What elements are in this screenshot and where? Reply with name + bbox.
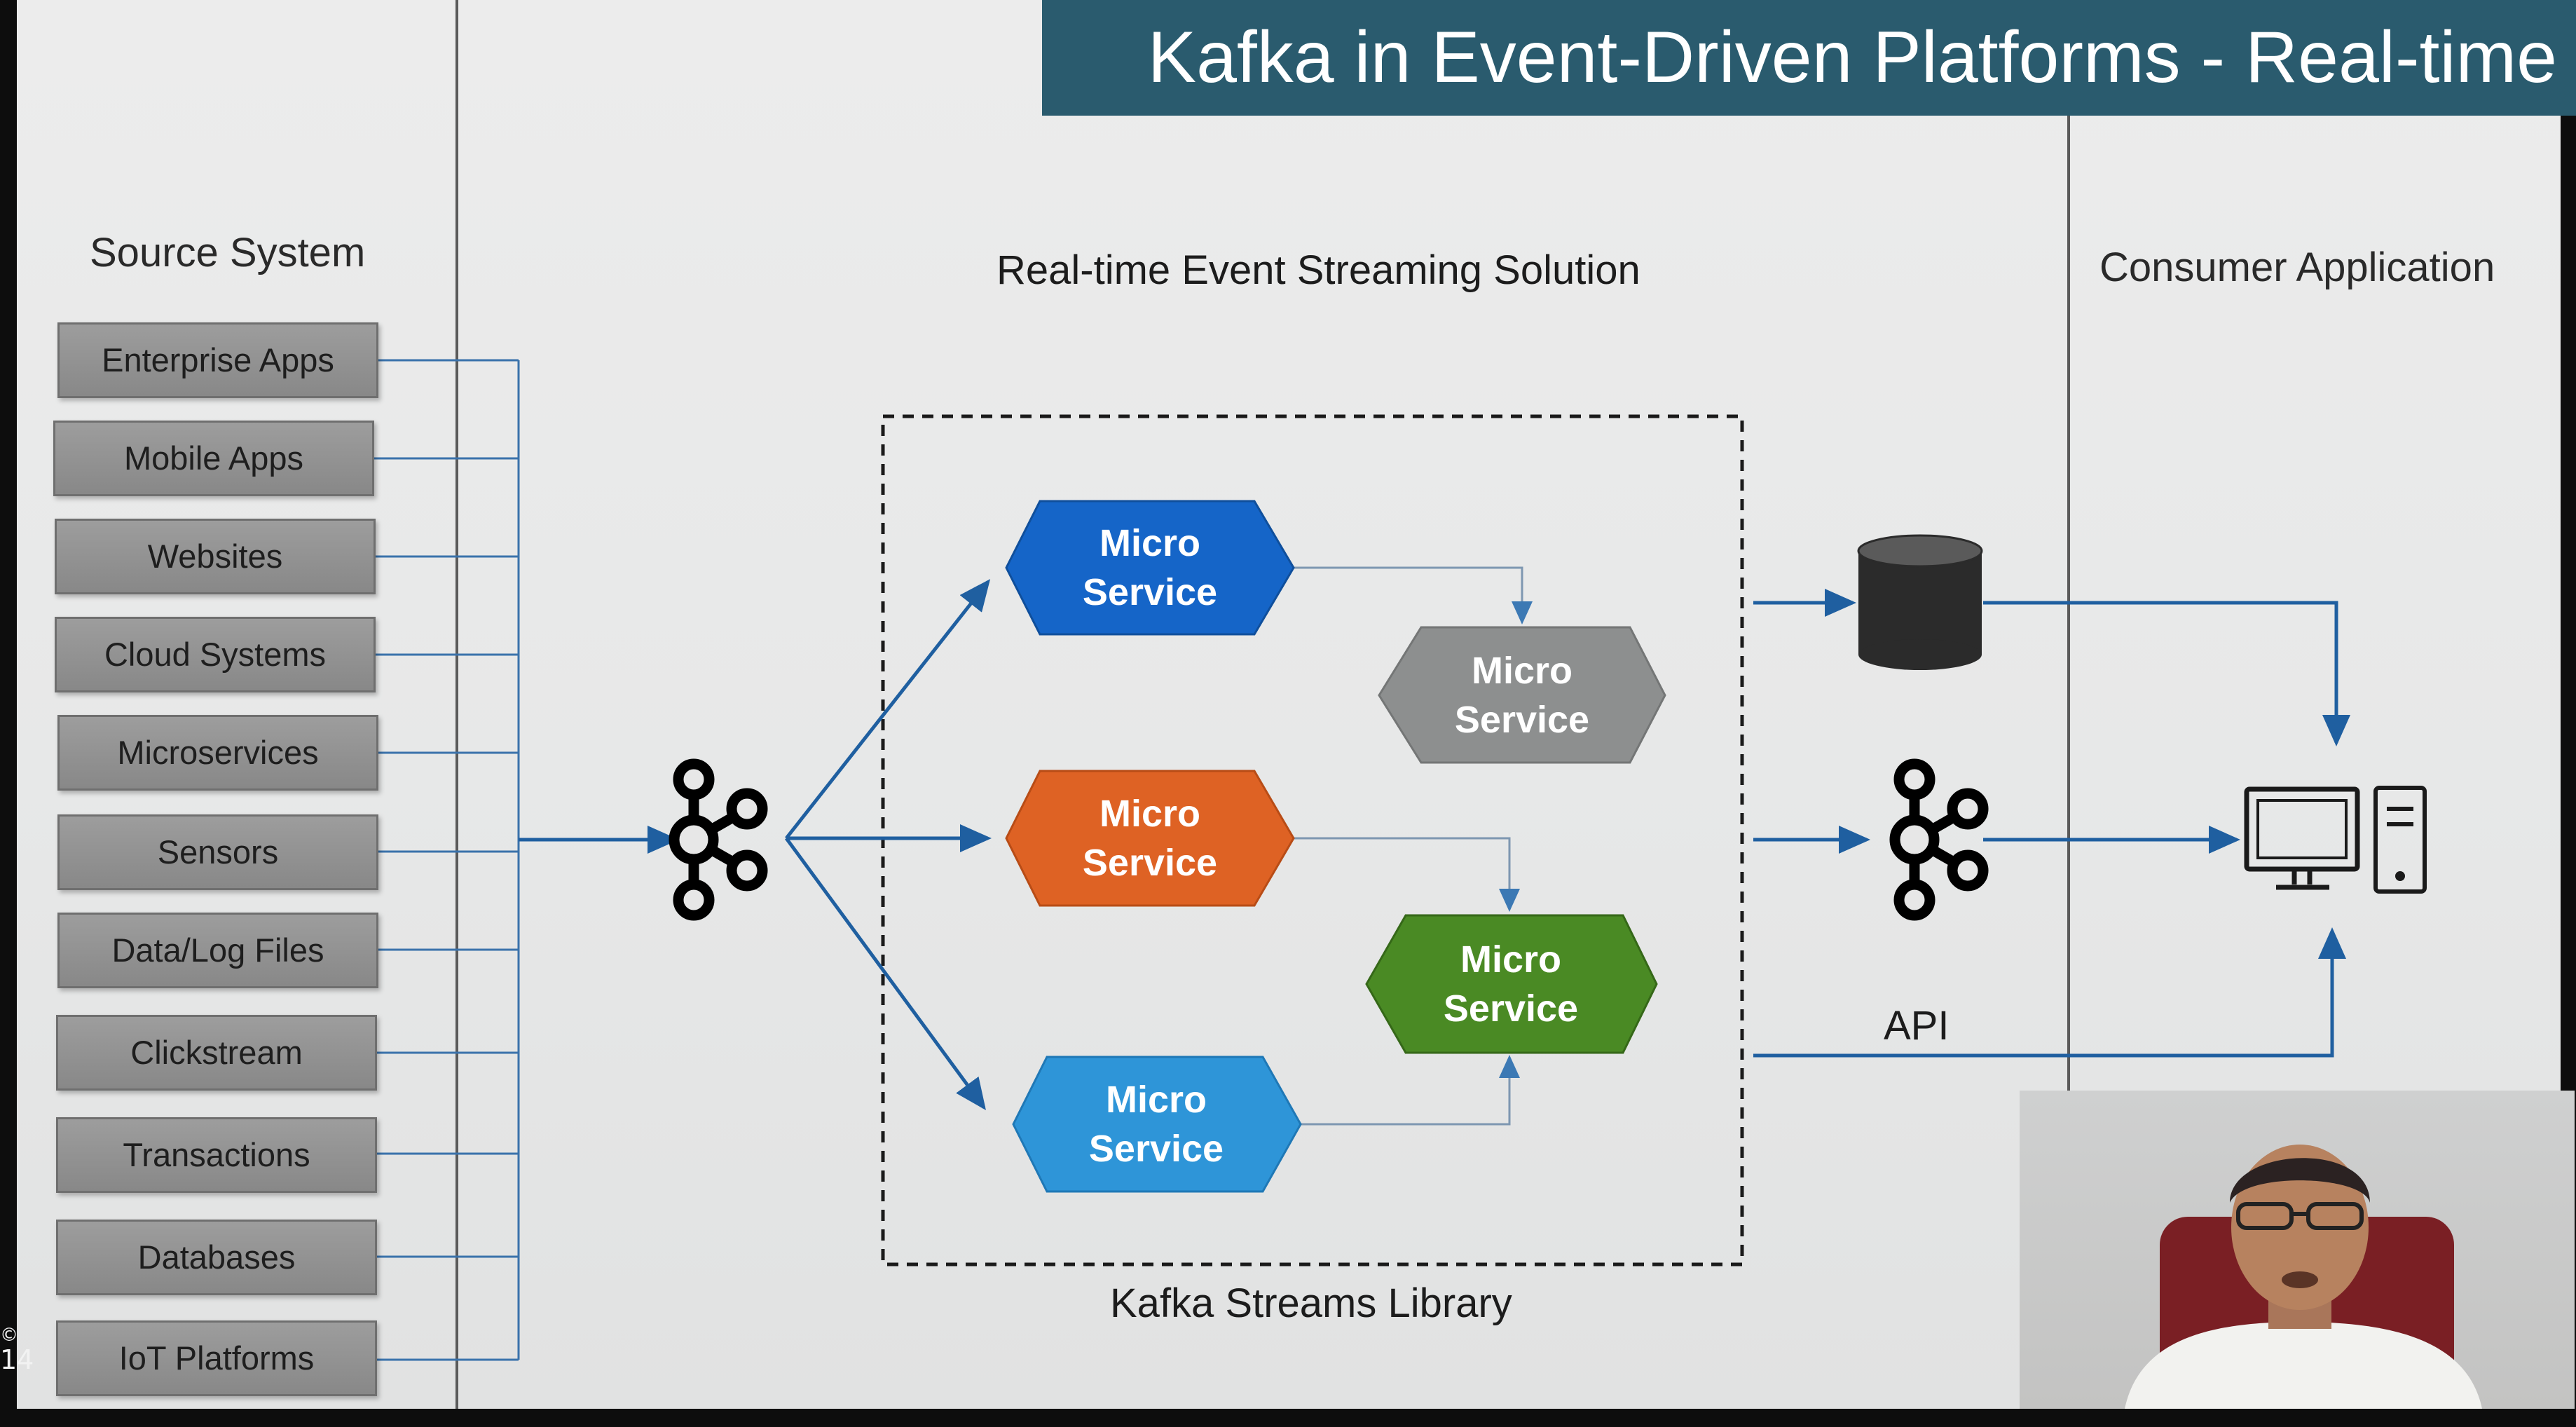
microservice-label-lightblue: Micro Service xyxy=(1088,1079,1224,1170)
corner-marks: © 14 xyxy=(0,1325,34,1374)
microservice-label-green: Micro Service xyxy=(1443,938,1579,1030)
slide-title-banner: Kafka in Event-Driven Platforms - Real-t… xyxy=(1042,0,2576,116)
computer-tower-icon xyxy=(2373,786,2427,894)
source-box-clickstream: Clickstream xyxy=(56,1015,377,1091)
microservice-hex-gray xyxy=(1378,626,1666,764)
source-box-websites: Websites xyxy=(55,519,376,594)
source-box-enterprise-apps: Enterprise Apps xyxy=(57,322,378,398)
solution-heading: Real-time Event Streaming Solution xyxy=(996,247,1640,293)
microservice-hex-orange xyxy=(1005,770,1295,907)
kafka-icon xyxy=(1889,758,1989,921)
kafka-streams-library-label: Kafka Streams Library xyxy=(1110,1281,1512,1326)
source-box-cloud-systems: Cloud Systems xyxy=(55,617,376,692)
source-box-databases: Databases xyxy=(56,1220,377,1295)
computer-monitor-icon xyxy=(2244,786,2360,890)
slide-title: Kafka in Event-Driven Platforms - Real-t… xyxy=(1147,17,2557,98)
microservice-label-blue: Micro Service xyxy=(1082,522,1218,613)
slide: Kafka in Event-Driven Platforms - Real-t… xyxy=(17,0,2576,1409)
microservice-label-orange: Micro Service xyxy=(1082,793,1218,884)
source-box-iot-platforms: IoT Platforms xyxy=(56,1320,377,1396)
microservice-hex-lightblue xyxy=(1012,1056,1302,1193)
source-box-transactions: Transactions xyxy=(56,1117,377,1193)
api-label: API xyxy=(1884,1003,1950,1049)
microservice-label-gray: Micro Service xyxy=(1454,650,1590,741)
kafka-fanout-arrows xyxy=(784,579,992,1111)
kafka-icon xyxy=(669,758,768,921)
diagram-canvas xyxy=(362,0,2427,1409)
source-box-data-log-files: Data/Log Files xyxy=(57,913,378,988)
source-box-microservices: Microservices xyxy=(57,715,378,791)
source-connectors xyxy=(362,359,520,1361)
kafka-streams-container xyxy=(881,414,1744,1266)
microservice-hex-blue xyxy=(1005,500,1295,636)
microservice-connectors xyxy=(1291,566,1533,1126)
database-icon xyxy=(1857,534,1983,670)
source-box-mobile-apps: Mobile Apps xyxy=(53,421,374,496)
source-box-sensors: Sensors xyxy=(57,814,378,890)
output-arrows xyxy=(1753,589,2350,1058)
presenter-figure xyxy=(2125,1145,2482,1409)
presenter-webcam xyxy=(2020,1091,2575,1409)
consumer-application-heading: Consumer Application xyxy=(2099,245,2495,290)
microservice-hex-green xyxy=(1365,914,1658,1054)
source-system-heading: Source System xyxy=(90,230,366,275)
